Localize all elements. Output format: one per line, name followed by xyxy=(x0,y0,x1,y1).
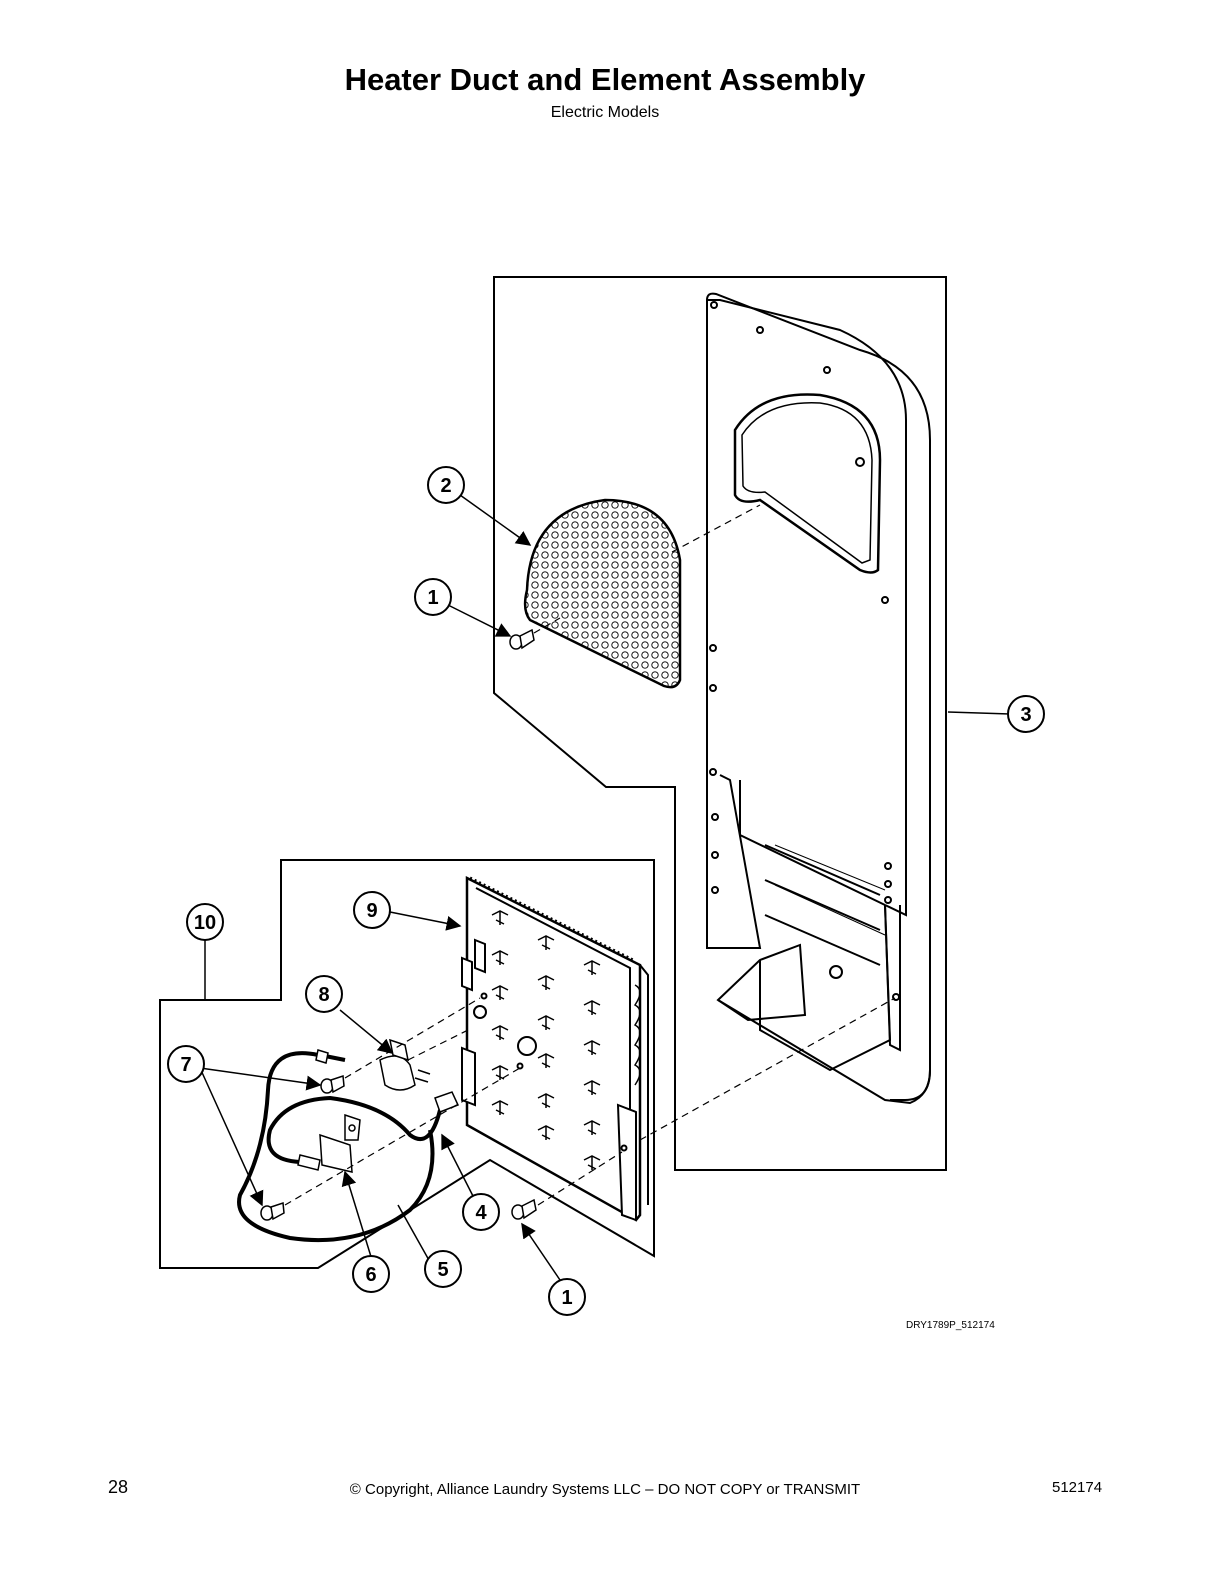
svg-text:6: 6 xyxy=(365,1264,376,1286)
svg-text:3: 3 xyxy=(1020,704,1031,726)
svg-text:7: 7 xyxy=(180,1054,191,1076)
callout-8: 8 xyxy=(305,975,343,1013)
copyright-notice: © Copyright, Alliance Laundry Systems LL… xyxy=(349,1481,861,1498)
thermostat-part-6 xyxy=(297,1113,361,1173)
document-number: 512174 xyxy=(1052,1479,1103,1496)
svg-text:9: 9 xyxy=(366,900,377,922)
screws-part-7 xyxy=(260,1074,345,1221)
screw-top xyxy=(509,628,535,650)
figure-id: DRY1789P_512174 xyxy=(906,1320,995,1331)
svg-text:4: 4 xyxy=(475,1202,487,1224)
callout-4: 4 xyxy=(462,1193,500,1231)
callout-3: 3 xyxy=(1007,695,1045,733)
page-number: 28 xyxy=(108,1477,129,1497)
heating-element xyxy=(461,875,649,1222)
callout-labels: 2 1 3 9 10 8 7 4 xyxy=(167,466,1045,1316)
page-subtitle: Electric Models xyxy=(550,104,660,121)
assembly-lines xyxy=(284,504,896,1206)
terminal-part-4 xyxy=(434,1091,460,1113)
svg-text:1: 1 xyxy=(427,587,438,609)
callout-9: 9 xyxy=(353,891,391,929)
page-title: Heater Duct and Element Assembly xyxy=(344,62,866,97)
heater-duct xyxy=(706,292,931,1105)
callout-1-bottom: 1 xyxy=(548,1278,586,1316)
callout-5: 5 xyxy=(424,1250,462,1288)
svg-text:8: 8 xyxy=(318,984,329,1006)
element-group-outline xyxy=(159,859,655,1269)
callout-6: 6 xyxy=(352,1255,390,1293)
screw-bottom xyxy=(511,1198,537,1220)
duct-cover xyxy=(523,498,682,689)
svg-text:5: 5 xyxy=(437,1259,448,1281)
callout-1-top: 1 xyxy=(414,578,452,616)
svg-text:10: 10 xyxy=(194,912,216,934)
callout-7: 7 xyxy=(167,1045,205,1083)
svg-text:1: 1 xyxy=(561,1287,572,1309)
thermostat-part-8 xyxy=(315,1038,431,1091)
duct-group-outline xyxy=(493,276,947,1171)
callout-2: 2 xyxy=(427,466,465,504)
callout-10: 10 xyxy=(186,903,224,941)
leader-lines xyxy=(199,494,1011,1281)
svg-text:2: 2 xyxy=(440,475,451,497)
